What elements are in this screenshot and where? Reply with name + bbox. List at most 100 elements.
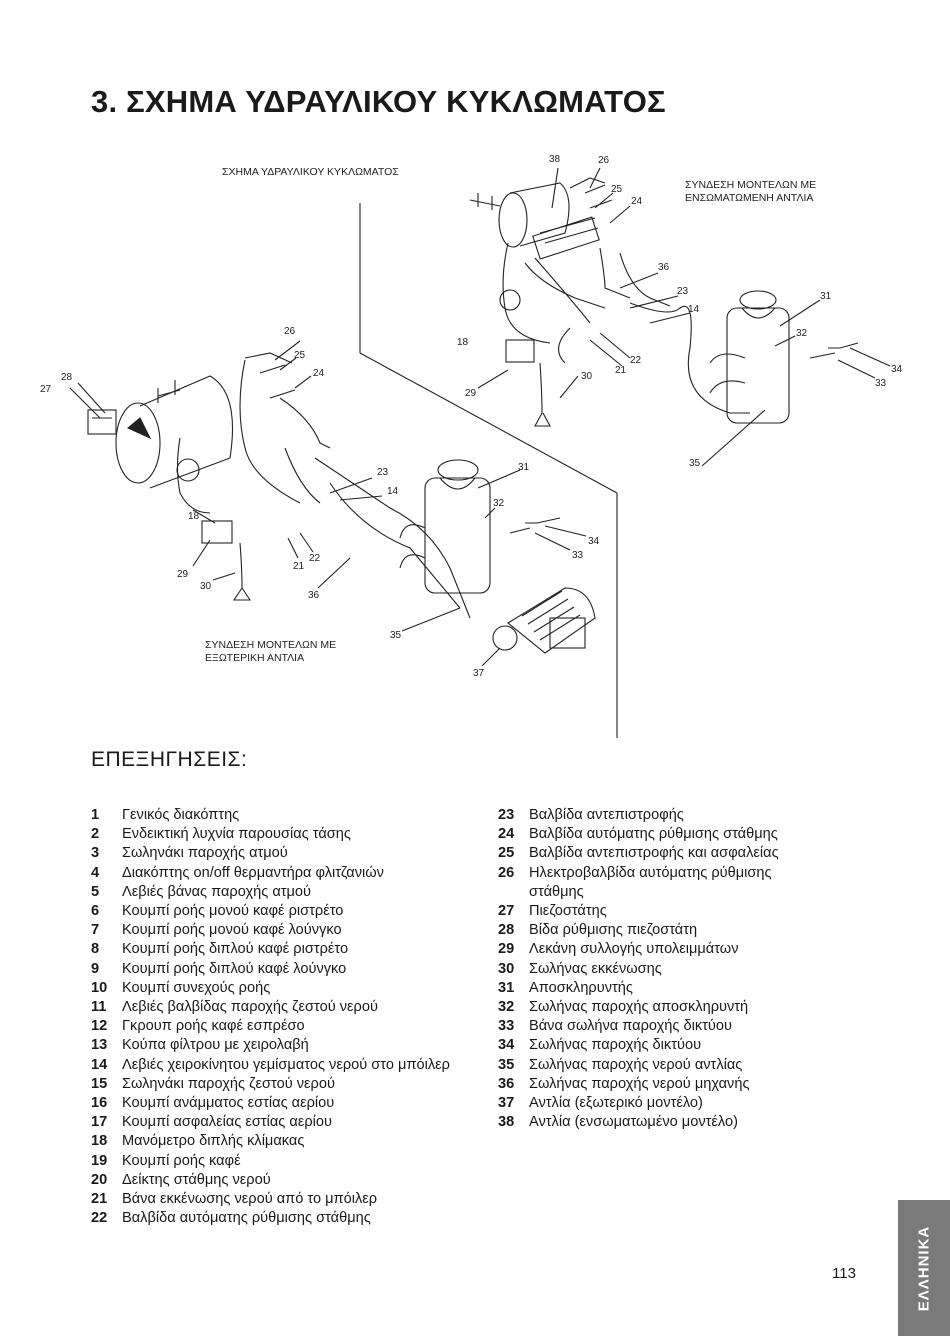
callout-external-37: 37 bbox=[473, 668, 485, 679]
legend-item-number: 17 bbox=[91, 1114, 108, 1131]
internal-pump-assembly bbox=[469, 177, 859, 427]
legend-item-text: Σωλήνας παροχής νερού αντλίας bbox=[529, 1056, 743, 1073]
legend-item-number: 7 bbox=[91, 922, 100, 939]
legend-item-number: 15 bbox=[91, 1075, 108, 1092]
diagram-caption-top: ΣΧΗΜΑ ΥΔΡΑΥΛΙΚΟΥ ΚΥΚΛΩΜΑΤΟΣ bbox=[222, 166, 399, 178]
diagram-caption-external-line1: ΣΥΝΔΕΣΗ ΜΟΝΤΕΛΩΝ ΜΕ bbox=[205, 639, 336, 651]
callout-internal-29: 29 bbox=[465, 388, 477, 399]
legend-item-text: Βίδα ρύθμισης πιεζοστάτη bbox=[529, 922, 698, 939]
legend-item: 10 Κουμπί συνεχούς ροής bbox=[91, 979, 461, 998]
legend-item-number: 29 bbox=[498, 941, 515, 958]
legend-item-text: Κουμπί συνεχούς ροής bbox=[122, 979, 271, 996]
callout-internal-23: 23 bbox=[677, 286, 689, 297]
legend-item-number: 23 bbox=[498, 807, 515, 823]
callout-external-21: 21 bbox=[293, 561, 305, 572]
callout-internal-32: 32 bbox=[796, 328, 808, 339]
legend-item-number: 31 bbox=[498, 979, 515, 996]
legend-item-text: Κουμπί ροής διπλού καφέ λούνγκο bbox=[122, 960, 347, 977]
legend-item-number: 19 bbox=[91, 1152, 108, 1169]
legend-item-number: 20 bbox=[91, 1171, 108, 1188]
legend-item-text: Λεβιές βάνας παροχής ατμού bbox=[122, 883, 312, 900]
legend-item: 14 Λεβιές χειροκίνητου γεμίσματος νερού σ… bbox=[91, 1056, 461, 1075]
callout-external-33: 33 bbox=[572, 550, 584, 561]
legend-item-text: Σωλήνας παροχής νερού μηχανής bbox=[529, 1075, 750, 1092]
legend-item-number: 25 bbox=[498, 845, 515, 862]
callout-external-34: 34 bbox=[588, 536, 600, 547]
legend-item-text: Λεβιές χειροκίνητου γεμίσματος νερού στο… bbox=[122, 1056, 450, 1073]
legend-item-number: 26 bbox=[498, 864, 515, 881]
legend-item-number: 14 bbox=[91, 1056, 108, 1073]
legend-item-text: Διακόπτης on/off θερμαντήρα φλιτζανιών bbox=[122, 864, 384, 881]
legend-item-text: Πιεζοστάτης bbox=[529, 903, 607, 920]
legend-item-number: 35 bbox=[498, 1056, 515, 1073]
legend-item-text: Κούπα φίλτρου με χειρολαβή bbox=[122, 1037, 309, 1054]
legend-item: 35 Σωλήνας παροχής νερού αντλίας bbox=[498, 1056, 828, 1075]
callout-internal-33: 33 bbox=[875, 378, 887, 389]
callout-internal-35: 35 bbox=[689, 458, 701, 469]
language-tab-label: ΕΛΛΗΝΙΚΑ bbox=[915, 1225, 933, 1311]
legend-heading: ΕΠΕΞΗΓΗΣΕΙΣ: bbox=[91, 748, 248, 771]
callout-external-22: 22 bbox=[309, 553, 321, 564]
callout-internal-25: 25 bbox=[611, 184, 623, 195]
legend-item: 30 Σωλήνας εκκένωσης bbox=[498, 960, 828, 979]
legend-item-number: 24 bbox=[498, 826, 515, 843]
legend-item-number: 10 bbox=[91, 979, 108, 996]
legend-item-number: 4 bbox=[91, 864, 100, 881]
legend-item-text: Αποσκληρυντής bbox=[529, 979, 633, 996]
callout-external-23: 23 bbox=[377, 467, 389, 478]
legend-item-text: Αντλία (εξωτερικό μοντέλο) bbox=[529, 1095, 703, 1112]
legend-item-number: 1 bbox=[91, 807, 100, 823]
legend-item-number: 30 bbox=[498, 960, 515, 977]
callout-external-14: 14 bbox=[387, 486, 399, 497]
legend-item-text: Σωληνάκι παροχής ατμού bbox=[122, 845, 288, 862]
diagram-caption-external-line2: ΕΞΩΤΕΡΙΚΗ ΑΝΤΛΙΑ bbox=[205, 652, 304, 664]
hydraulic-circuit-diagram: ΣΧΗΜΑ ΥΔΡΑΥΛΙΚΟΥ ΚΥΚΛΩΜΑΤΟΣ ΣΥΝΔΕΣΗ ΜΟΝΤ… bbox=[30, 148, 930, 748]
callout-external-29: 29 bbox=[177, 569, 189, 580]
legend-item-text: Σωλήνας παροχής δικτύου bbox=[529, 1037, 702, 1054]
callout-internal-31: 31 bbox=[820, 291, 832, 302]
callout-internal-34: 34 bbox=[891, 364, 903, 375]
legend-item-number: 32 bbox=[498, 999, 515, 1016]
legend-item-number: 5 bbox=[91, 883, 100, 900]
legend-item-text: Ενδεικτική λυχνία παρουσίας τάσης bbox=[122, 826, 351, 843]
legend-item: 17 Κουμπί ασφαλείας εστίας αερίου bbox=[91, 1113, 461, 1132]
legend-item: 31 Αποσκληρυντής bbox=[498, 979, 828, 998]
external-pump-assembly bbox=[87, 352, 596, 654]
callout-external-28: 28 bbox=[61, 372, 73, 383]
legend-item-text: Λεβιές βαλβίδας παροχής ζεστού νερού bbox=[122, 999, 378, 1016]
callout-external-35: 35 bbox=[390, 630, 402, 641]
hydraulic-diagram-svg: ΣΧΗΜΑ ΥΔΡΑΥΛΙΚΟΥ ΚΥΚΛΩΜΑΤΟΣ ΣΥΝΔΕΣΗ ΜΟΝΤ… bbox=[40, 154, 903, 738]
legend-item: 5 Λεβιές βάνας παροχής ατμού bbox=[91, 883, 461, 902]
legend-item-number: 18 bbox=[91, 1133, 108, 1150]
callout-external-27: 27 bbox=[40, 384, 52, 395]
legend-item-text: Κουμπί ροής μονού καφέ λούνγκο bbox=[122, 922, 342, 939]
legend-item-text: Κουμπί ασφαλείας εστίας αερίου bbox=[122, 1114, 332, 1131]
legend-item-number: 12 bbox=[91, 1018, 108, 1035]
callout-internal-38: 38 bbox=[549, 154, 561, 165]
legend-item: 7 Κουμπί ροής μονού καφέ λούνγκο bbox=[91, 921, 461, 940]
legend-item-number: 33 bbox=[498, 1018, 515, 1035]
page-number: 113 bbox=[832, 1265, 856, 1282]
legend-item-text: Σωλήνας εκκένωσης bbox=[529, 960, 662, 977]
legend-item-number: 21 bbox=[91, 1191, 108, 1208]
callout-external-24: 24 bbox=[313, 368, 325, 379]
diagram-caption-internal-line2: ΕΝΣΩΜΑΤΩΜΕΝΗ ΑΝΤΛΙΑ bbox=[685, 192, 813, 204]
callout-internal-22: 22 bbox=[630, 355, 642, 366]
